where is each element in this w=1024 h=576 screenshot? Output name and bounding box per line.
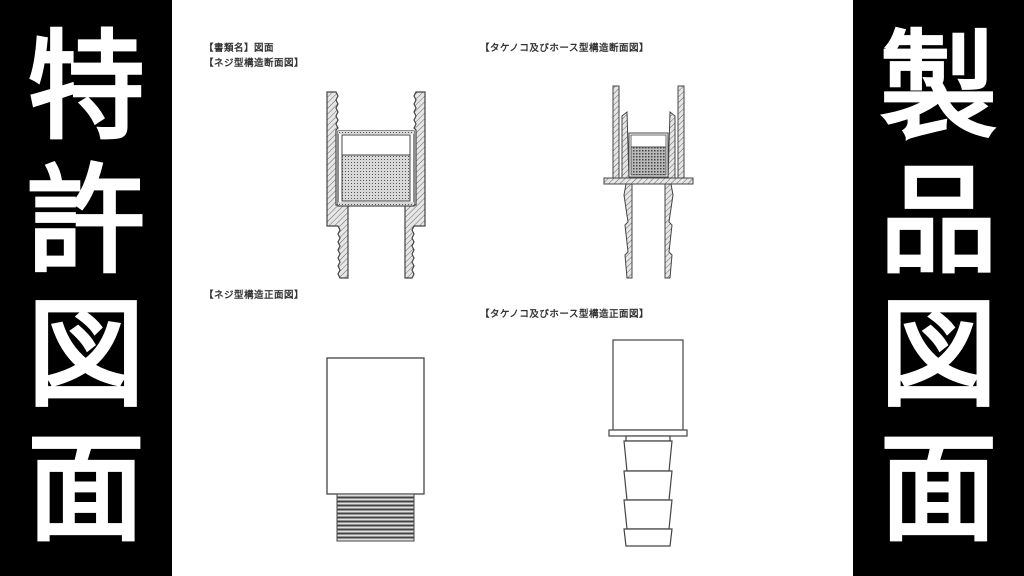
banner-char: 面 bbox=[879, 420, 998, 558]
left-banner: 特 許 図 面 bbox=[0, 0, 172, 576]
banner-char: 許 bbox=[26, 152, 145, 290]
barb-section-label: 【タケノコ及びホース型構造断面図】 bbox=[480, 43, 649, 54]
banner-char: 面 bbox=[26, 420, 145, 558]
banner-char: 製 bbox=[879, 18, 998, 156]
barb-section-drawing bbox=[603, 85, 694, 279]
screw-section-label: 【ネジ型構造断面図】 bbox=[204, 58, 305, 69]
barb-front-drawing bbox=[608, 339, 688, 547]
doc-name-label: 【書類名】図面 bbox=[204, 43, 275, 54]
banner-char: 品 bbox=[879, 152, 998, 290]
barb-front-label: 【タケノコ及びホース型構造正面図】 bbox=[480, 309, 649, 320]
screw-section-drawing bbox=[326, 91, 426, 279]
technical-drawings bbox=[326, 85, 694, 547]
banner-char: 図 bbox=[879, 286, 998, 424]
screw-front-label: 【ネジ型構造正面図】 bbox=[204, 290, 305, 301]
patent-drawing-sheet: 【書類名】図面 【ネジ型構造断面図】 【タケノコ及びホース型構造断面図】 【ネジ… bbox=[172, 0, 853, 576]
banner-char: 特 bbox=[26, 18, 145, 156]
right-banner: 製 品 図 面 bbox=[853, 0, 1024, 576]
screw-front-drawing bbox=[326, 357, 425, 542]
banner-char: 図 bbox=[26, 286, 145, 424]
